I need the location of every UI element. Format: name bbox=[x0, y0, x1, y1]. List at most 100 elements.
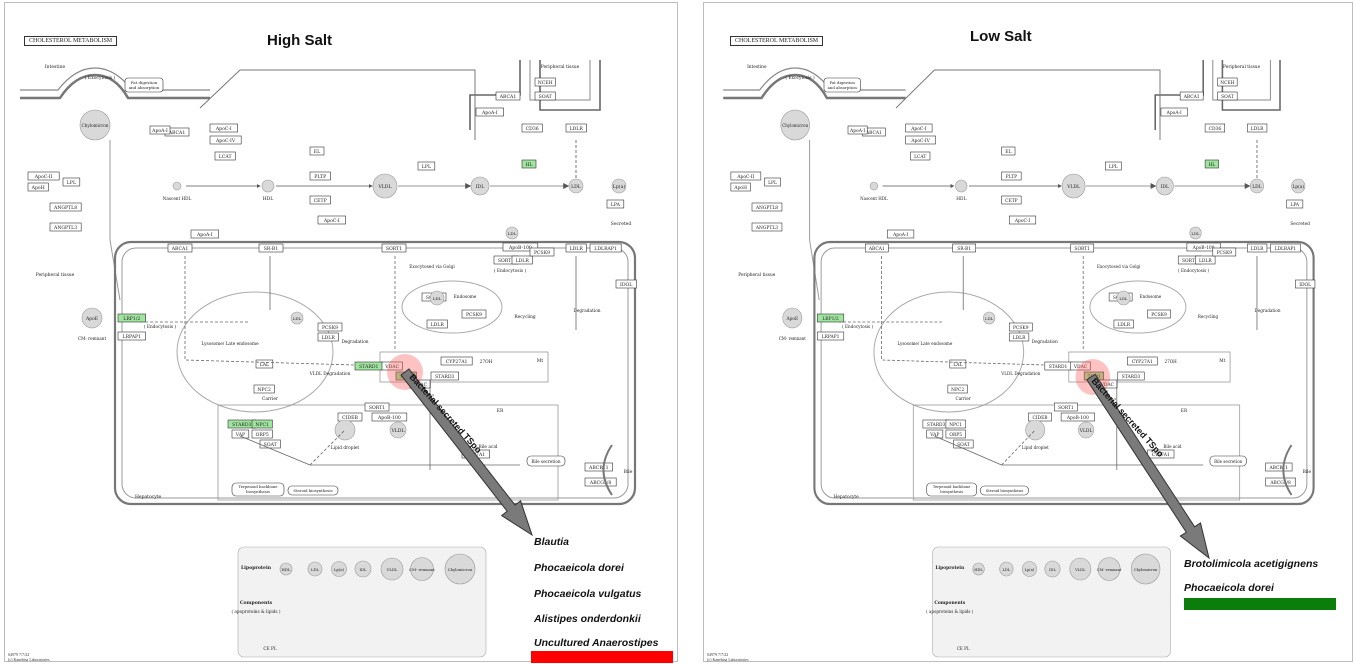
secreted-tspo-arrow bbox=[1087, 374, 1209, 558]
gene-label: LCAT bbox=[219, 154, 233, 160]
endosome-label: Endosome bbox=[1140, 294, 1162, 299]
gene-label: ApoC-IV bbox=[215, 138, 236, 144]
gene-label: SORT1 bbox=[369, 405, 385, 411]
particle-label: Lp(a) bbox=[613, 183, 626, 190]
gene-label: LDLR bbox=[322, 335, 336, 341]
color-bar bbox=[1184, 598, 1336, 610]
gene-label: ApoA-I bbox=[849, 128, 865, 134]
endosome-membrane bbox=[1090, 281, 1186, 333]
gene-label: PCSK9 bbox=[1013, 325, 1029, 331]
gene-label: ApoA-I bbox=[196, 232, 213, 238]
gene-label: ABCB11 bbox=[1269, 465, 1289, 471]
recycling-label: Recycling bbox=[514, 315, 536, 320]
endocytosis-label: ( Endocytosis ) bbox=[144, 325, 177, 330]
bacteria-name: Blautia bbox=[534, 536, 569, 548]
particle-label: CM- remnant bbox=[78, 336, 107, 341]
gene-label: NPC1 bbox=[255, 422, 269, 428]
particle-label: LDL bbox=[1119, 296, 1128, 301]
gene-label: ABCA1 bbox=[865, 130, 882, 136]
gene-label: ANGPTL3 bbox=[755, 225, 778, 231]
gene-label: IDOL bbox=[1299, 282, 1311, 288]
gene-label: STARD1 bbox=[1049, 364, 1068, 370]
legend-particle-label: Lp(a) bbox=[1025, 568, 1035, 572]
endosome-membrane bbox=[402, 281, 502, 333]
particle-label: Nascent HDL bbox=[163, 196, 192, 201]
particle-label: VLDL bbox=[1079, 428, 1093, 434]
legend-particle-label: CM- remnant bbox=[1097, 568, 1122, 572]
gene-label: SR-B1 bbox=[957, 246, 971, 252]
gene-label: ABCA1 bbox=[1183, 94, 1200, 100]
legend-particle-label: IDL bbox=[1049, 568, 1056, 572]
lipid-droplet-label: Lipid droplet bbox=[1022, 445, 1049, 450]
panel-low-salt: Low Salt CHOLESTEROL METABOLISM Intestin… bbox=[677, 0, 1354, 664]
exocytosis-label: ( Exocytosis ) bbox=[85, 74, 116, 81]
gene-label: SOAT bbox=[957, 442, 970, 448]
bile-acid-label: Bile acid bbox=[1163, 444, 1181, 449]
lysosome-label: Lysosome/ Late endosome bbox=[201, 342, 259, 347]
bacteria-name: Brotolimicola acetigignens bbox=[1184, 558, 1318, 570]
legend-particle-label: LDL bbox=[1003, 568, 1011, 572]
particle-label: IDL bbox=[476, 184, 485, 190]
gene-label: ABCA1 bbox=[868, 246, 885, 252]
gene-label: LPL bbox=[67, 180, 76, 186]
mt-label: Mt bbox=[537, 358, 544, 364]
gene-label: NPC2 bbox=[951, 387, 964, 393]
oh-label: 27OH bbox=[480, 360, 493, 365]
peripheral-label: Peripheral tissue bbox=[738, 273, 775, 278]
particle-label: VLDL bbox=[390, 428, 404, 434]
gene-label: LDLR bbox=[1013, 335, 1026, 341]
gene-label: STARD3 bbox=[927, 422, 946, 428]
gene-label: ApoC-I bbox=[1014, 218, 1030, 224]
gene-label: IDOL bbox=[620, 282, 632, 288]
endocytosis-label: ( Endocytosis ) bbox=[842, 324, 873, 329]
hepatocyte-label: Hepatocyte bbox=[135, 494, 162, 500]
gene-label: LRP1/2 bbox=[822, 316, 838, 322]
gene-label: ABCG5/8 bbox=[589, 480, 611, 486]
bacteria-name: Alistipes onderdonkii bbox=[534, 613, 641, 625]
bile-label: Bile bbox=[1303, 470, 1312, 475]
secreted-label: Secreted bbox=[611, 221, 632, 227]
lipoprotein-particle bbox=[173, 182, 181, 190]
gene-label: ApoC-I bbox=[910, 126, 926, 132]
particle-label: Nascent HDL bbox=[860, 196, 888, 201]
lipoprotein-particle bbox=[870, 182, 878, 190]
gene-label: SOAT bbox=[539, 94, 553, 100]
gene-label: PLTP bbox=[1006, 174, 1017, 180]
gene-label: LPL bbox=[768, 180, 777, 186]
gene-label: NPC1 bbox=[949, 422, 962, 428]
gene-label: LPA bbox=[611, 202, 621, 208]
legend-particle-label: Chylomicron bbox=[448, 567, 473, 572]
legend-lipoprotein-label: Lipoprotein bbox=[935, 565, 965, 571]
gene-label: LCAT bbox=[914, 154, 926, 160]
bile-secretion-label: Bile secretion bbox=[1214, 459, 1242, 464]
steroid-label: Steroid biosynthesis bbox=[986, 489, 1024, 493]
legend-sub-label: ( apoproteins & lipids ) bbox=[926, 609, 974, 614]
degradation-label: Degradation bbox=[1032, 339, 1058, 344]
gene-label: SORT1 bbox=[1074, 246, 1090, 252]
vldl-degradation-label: VLDL Degradation bbox=[1000, 371, 1040, 376]
degradation-label: Degradation bbox=[1255, 308, 1281, 313]
gene-label: LDLR bbox=[570, 246, 584, 252]
gene-label: SORT1 bbox=[386, 246, 402, 252]
legend-sub-label: ( apoproteins & lipids ) bbox=[231, 609, 280, 614]
gene-label: LRPAP1 bbox=[822, 334, 840, 340]
legend-particle-label: HDL bbox=[974, 568, 983, 572]
gene-label: HL bbox=[525, 162, 532, 168]
gene-label: LDLRAP1 bbox=[1275, 246, 1297, 252]
gene-label: ApoB-100 bbox=[1066, 415, 1089, 421]
gene-label: ApoB-100 bbox=[1192, 245, 1215, 251]
gene-label: ApoB-100 bbox=[508, 245, 532, 251]
legend-lipoprotein-label: Lipoprotein bbox=[241, 565, 272, 571]
particle-label: Lp(a) bbox=[1292, 183, 1304, 190]
gene-label: HL bbox=[1208, 162, 1215, 168]
particle-label: LDL bbox=[1252, 184, 1261, 190]
particle-label: LDL bbox=[433, 296, 442, 301]
gene-label: CD36 bbox=[1209, 126, 1222, 132]
lipid-droplet-label: Lipid droplet bbox=[331, 446, 360, 451]
gene-label: STARD3 bbox=[435, 374, 454, 380]
gene-label: LAL bbox=[953, 362, 962, 368]
gene-label: ApoB-100 bbox=[377, 415, 401, 421]
bacteria-name: Phocaeicola vulgatus bbox=[534, 588, 641, 600]
pathway-line bbox=[896, 70, 1160, 140]
oh-label: 27OH bbox=[1164, 359, 1177, 364]
